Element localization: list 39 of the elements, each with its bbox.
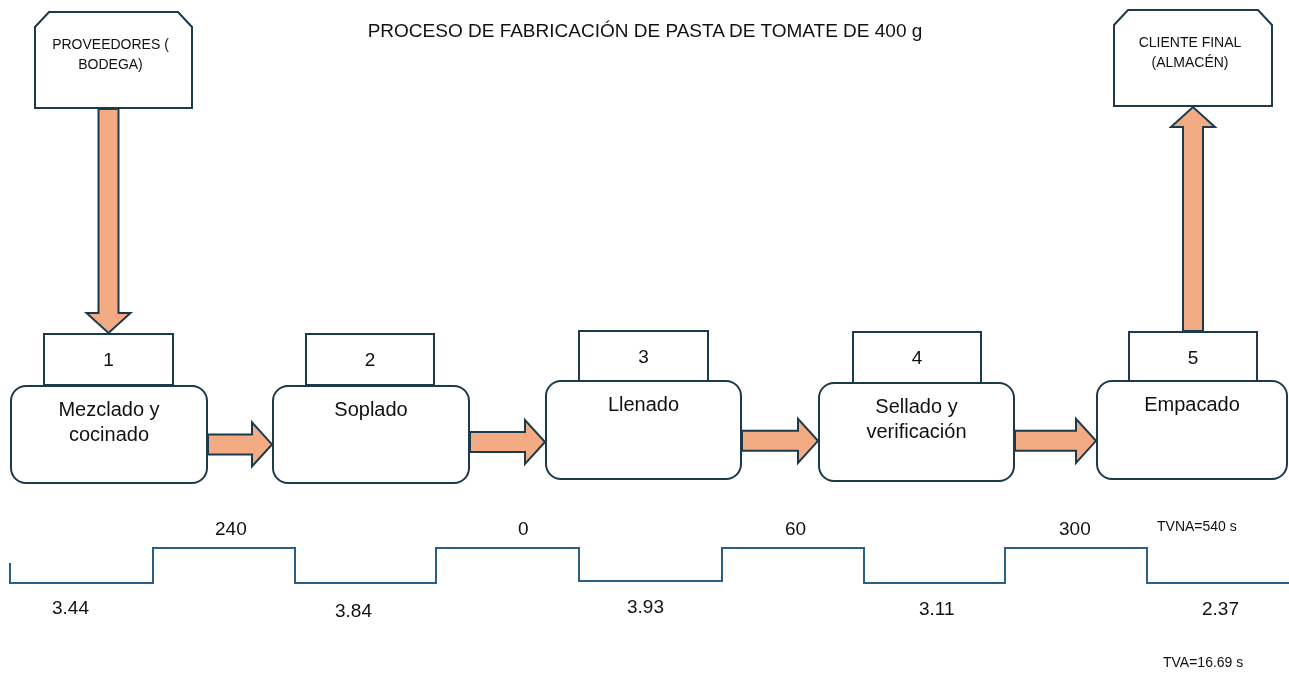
process-label: Mezclado y cocinado (57, 397, 161, 447)
cycle-time: 3.93 (627, 596, 664, 618)
block-arrow (741, 416, 820, 466)
step-number: 3 (638, 345, 649, 368)
process-box (10, 385, 208, 484)
total-value-time: TVA=16.69 s (1163, 654, 1244, 670)
waiting-time: 60 (785, 518, 807, 540)
step-number: 2 (364, 348, 376, 371)
entity-label: CLIENTE FINAL (ALMACÉN) (1137, 33, 1243, 72)
process-label: Sellado y verificación (865, 394, 968, 444)
step-number: 5 (1187, 346, 1199, 369)
process-label: Llenado (606, 392, 681, 417)
process-number-box (43, 333, 174, 386)
process-box (545, 380, 742, 480)
process-box (272, 385, 470, 484)
total-waiting-time: TVNA=540 s (1157, 518, 1237, 534)
waiting-time: 300 (1059, 518, 1091, 540)
block-arrow (1014, 416, 1098, 466)
diagram-title: PROCESO DE FABRICACIÓN DE PASTA DE TOMATE DE 400 g (366, 20, 924, 42)
cycle-time: 3.44 (52, 597, 89, 619)
cycle-time: 3.84 (335, 600, 372, 622)
process-label: Empacado (1143, 392, 1241, 417)
block-arrow (1168, 105, 1218, 332)
cycle-time: 3.11 (919, 598, 955, 620)
entity-label: PROVEEDORES ( BODEGA) (51, 35, 170, 74)
process-number-box (305, 333, 435, 386)
cycle-time: 2.37 (1202, 598, 1239, 620)
block-arrow (83, 108, 134, 335)
process-box (1096, 380, 1288, 480)
step-number: 4 (911, 346, 923, 369)
block-arrow (469, 417, 547, 467)
process-number-box (578, 330, 709, 383)
process-label: Soplado (333, 397, 409, 422)
waiting-time: 0 (518, 518, 529, 540)
process-box (818, 382, 1015, 482)
step-number: 1 (103, 348, 114, 371)
waiting-time: 240 (215, 518, 247, 540)
block-arrow (207, 419, 274, 469)
process-number-box (852, 331, 982, 384)
